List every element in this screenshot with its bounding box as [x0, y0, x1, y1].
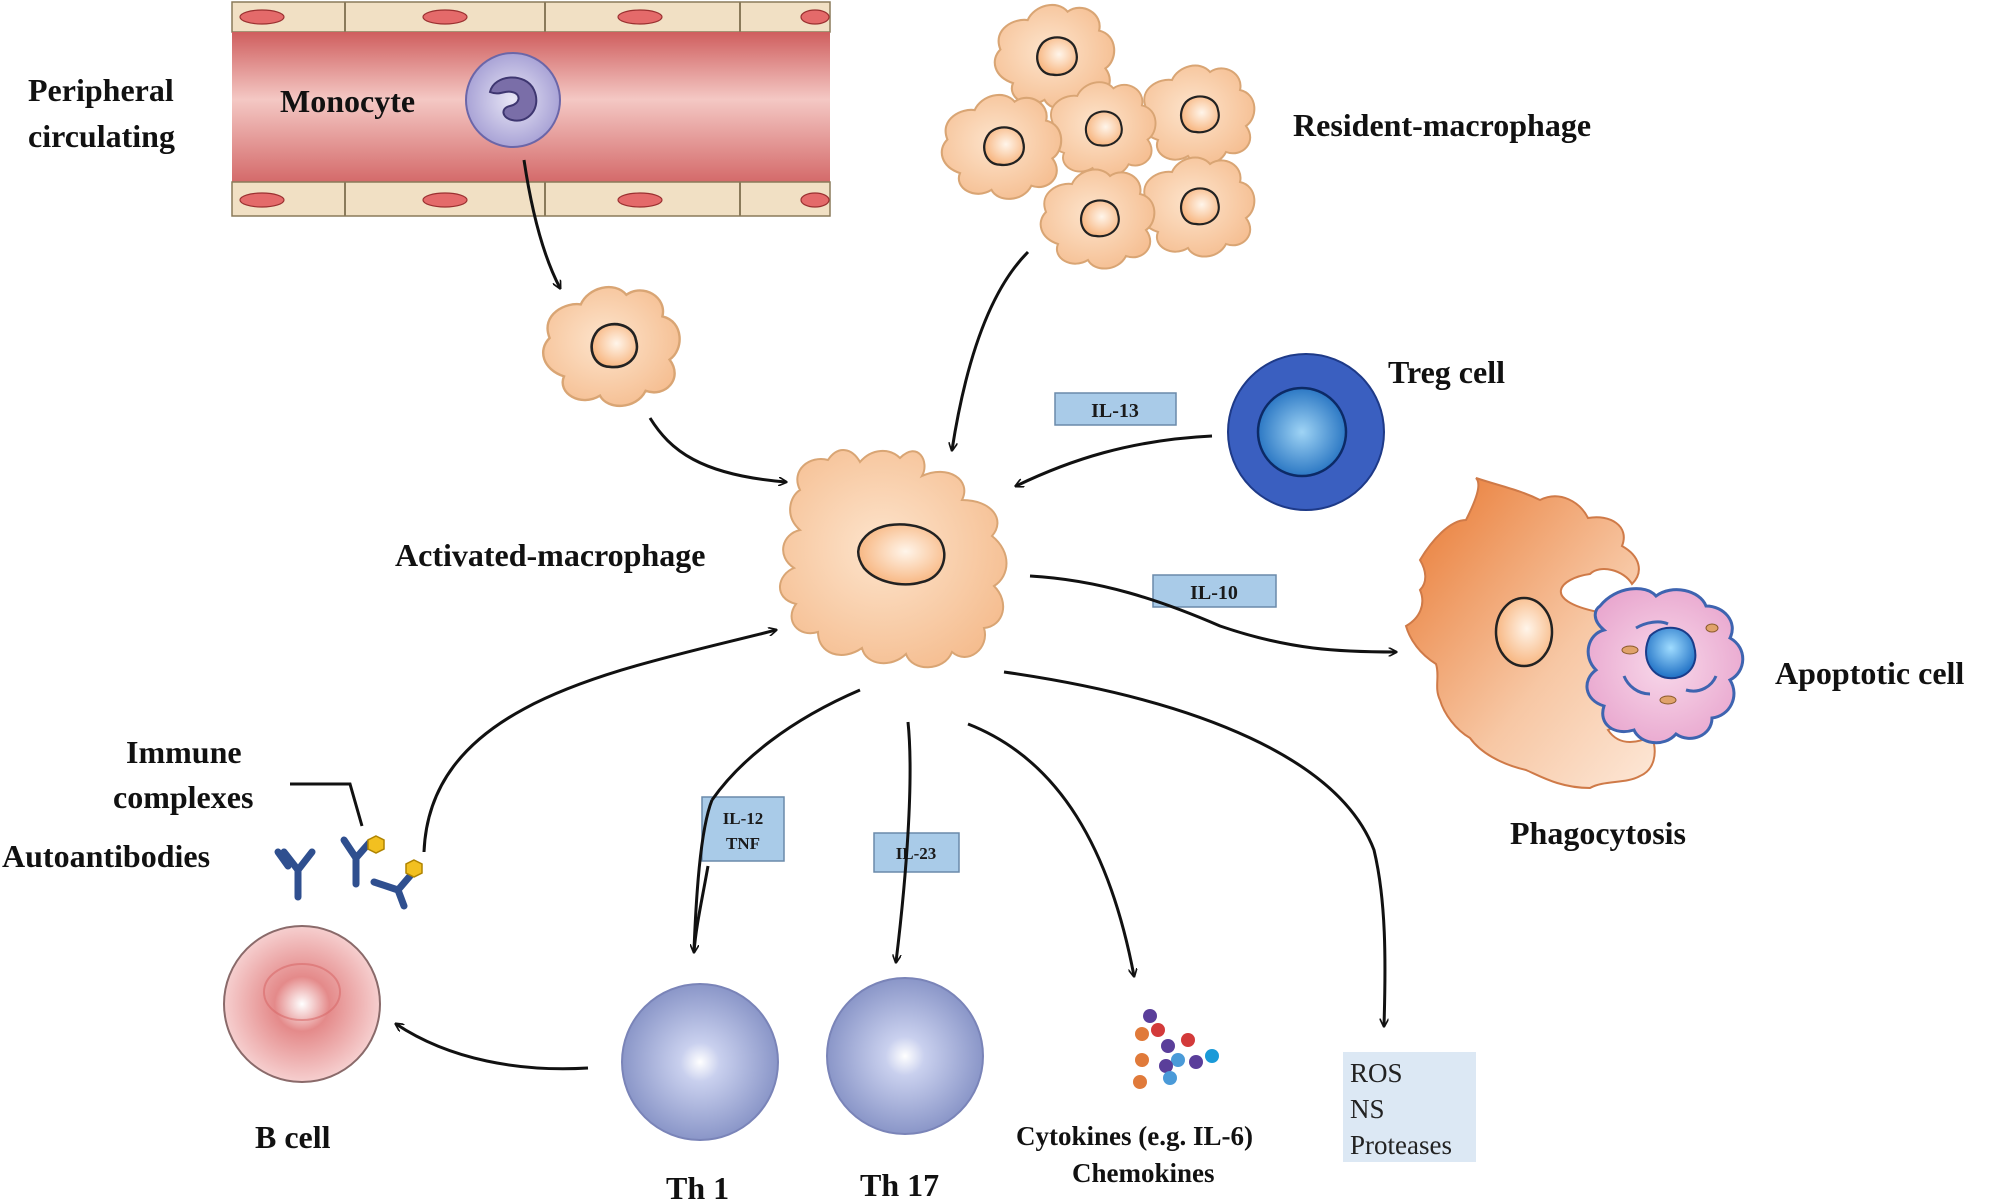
b-cell: [223, 925, 381, 1083]
th1-label: Th 1: [666, 1170, 729, 1202]
peripheral-label-line1: Peripheral: [28, 72, 174, 108]
arrow-activated-to-cytokines: [967, 722, 1134, 976]
il13-label: IL-13: [1091, 400, 1139, 422]
arrow-activated-to-th1: [692, 688, 861, 951]
phagocytosis-label: Phagocytosis: [1510, 815, 1686, 851]
monocyte-cell: [465, 52, 561, 148]
immune-complex-1: [340, 836, 374, 888]
th17-cell: [826, 977, 984, 1135]
arrow-resident-to-activated: [952, 250, 1030, 450]
il23-box: IL-23: [873, 832, 960, 873]
tnf-label: TNF: [726, 834, 760, 853]
cytokines-label-line2: Chemokines: [1072, 1158, 1215, 1188]
arrow-activated-to-th17: [896, 721, 912, 962]
apoptotic-cell-label: Apoptotic cell: [1775, 655, 1964, 691]
autoantibody-free: [274, 848, 316, 901]
th1-cell: [621, 983, 779, 1141]
arrow-monocyte-to-tissue: [522, 159, 560, 288]
immune-complex-2: [370, 872, 414, 910]
endothelium-top: [231, 1, 831, 33]
immune-complex-pointer: [290, 782, 364, 827]
activated-macrophage-label: Activated-macrophage: [395, 537, 705, 573]
arrow-th1-head: [694, 865, 710, 952]
phagocytosing-macrophage: [1404, 477, 1656, 790]
peripheral-label-line2: circulating: [28, 118, 175, 154]
il12-label: IL-12: [723, 809, 764, 828]
blood-vessel: [231, 0, 831, 218]
autoantibodies-label: Autoantibodies: [2, 838, 210, 874]
arrow-tissue-to-activated: [648, 417, 786, 482]
monocyte-label: Monocyte: [280, 83, 415, 119]
antigen-1: [367, 835, 385, 854]
il10-box: IL-10: [1152, 574, 1277, 608]
cytokines-label-line1: Cytokines (e.g. IL-6): [1016, 1121, 1253, 1151]
apoptotic-cell: [1585, 587, 1745, 745]
il23-label: IL-23: [896, 844, 937, 863]
il13-box: IL-13: [1054, 392, 1177, 426]
il10-label: IL-10: [1190, 582, 1238, 604]
il12-tnf-box: IL-12 TNF: [701, 796, 785, 862]
arrow-treg-to-activated: [1016, 434, 1213, 486]
antigen-2: [405, 859, 423, 878]
treg-cell-label: Treg cell: [1388, 354, 1505, 390]
b-cell-label: B cell: [255, 1119, 331, 1155]
arrow-th1-to-bcell: [396, 1024, 589, 1071]
ns-label: NS: [1350, 1094, 1385, 1124]
arrow-activated-to-products: [1003, 670, 1385, 1026]
proteases-label: Proteases: [1350, 1130, 1452, 1160]
immune-complexes-label-line2: complexes: [113, 779, 253, 815]
th17-label: Th 17: [860, 1167, 939, 1202]
ros-label: ROS: [1350, 1058, 1403, 1088]
resident-macrophage-cluster: [940, 3, 1256, 270]
tissue-macrophage: [541, 285, 681, 408]
resident-macrophage-label: Resident-macrophage: [1293, 107, 1591, 143]
products-box: ROS NS Proteases: [1343, 1052, 1476, 1162]
treg-cell: [1227, 353, 1385, 511]
cytokine-dots: [1133, 1009, 1219, 1089]
activated-macrophage-cell: [779, 449, 1008, 669]
arrow-activated-to-phagocytosis: [1029, 574, 1396, 652]
arrow-immunecomplex-to-activated: [422, 630, 776, 853]
immune-complexes-label-line1: Immune: [126, 734, 242, 770]
